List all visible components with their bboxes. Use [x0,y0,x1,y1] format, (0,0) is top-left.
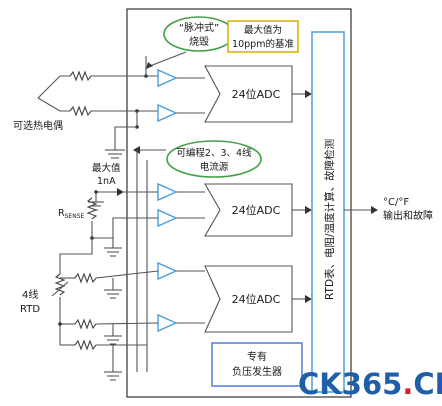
amplifier-3 [157,182,178,202]
rtd-label-line1: 4线 [22,288,38,301]
amplifier-4 [157,208,178,228]
watermark: CK365.CN [298,367,442,401]
output-label-line2: 输出和故障 [383,209,433,222]
output: °C/°F 输出和故障 [344,197,433,222]
amplifier-1 [157,68,178,88]
current-source-note: 可编程2、3、4线 电流源 [166,140,262,178]
adc-2: 24位ADC [204,183,293,237]
amplifier-group [157,68,178,333]
adc-1-label: 24位ADC [232,87,281,101]
adc-3: 24位ADC [204,265,293,333]
burnout-note: “脉冲式” 烧毁 [146,16,235,69]
max-current-line1: 最大值 [92,162,121,174]
reference-label-line1: 最大值为 [244,24,282,36]
amplifier-5 [157,261,178,281]
amplifier-2 [157,103,178,123]
negative-generator-line1: 专有 [247,350,267,363]
adc-2-label: 24位ADC [232,203,281,217]
amplifier-6 [157,313,178,333]
adc-1: 24位ADC [204,65,293,123]
processor-label: RTD表、电阻/温度计算、故障检测 [323,139,336,300]
thermocouple-label: 可选热电偶 [13,119,63,132]
negative-voltage-generator: 专有 负压发生器 [211,342,303,387]
negative-generator-line2: 负压发生器 [232,365,282,378]
processor-block: RTD表、电阻/温度计算、故障检测 [311,31,345,393]
current-source-line1: 可编程2、3、4线 [176,147,252,159]
chip-outline [126,8,352,398]
max-current-line2: 1nA [97,176,116,187]
rtd-network: 最大值 1nA RSENSE 4线 RTD [20,162,159,381]
adc-3-label: 24位ADC [232,292,281,306]
burnout-label-line1: “脉冲式” [179,21,219,34]
thermocouple-network: 可选热电偶 [13,56,158,159]
reference-note: 最大值为 10ppm的基准 [227,20,299,53]
watermark-text: CK365.CN [298,367,442,401]
rtd-label-line2: RTD [20,304,40,315]
reference-label-line2: 10ppm的基准 [232,38,294,50]
current-source-line2: 电流源 [200,161,229,173]
burnout-label-line2: 烧毁 [189,35,209,48]
rsense-label: RSENSE [58,208,85,220]
output-label-line1: °C/°F [383,197,409,208]
